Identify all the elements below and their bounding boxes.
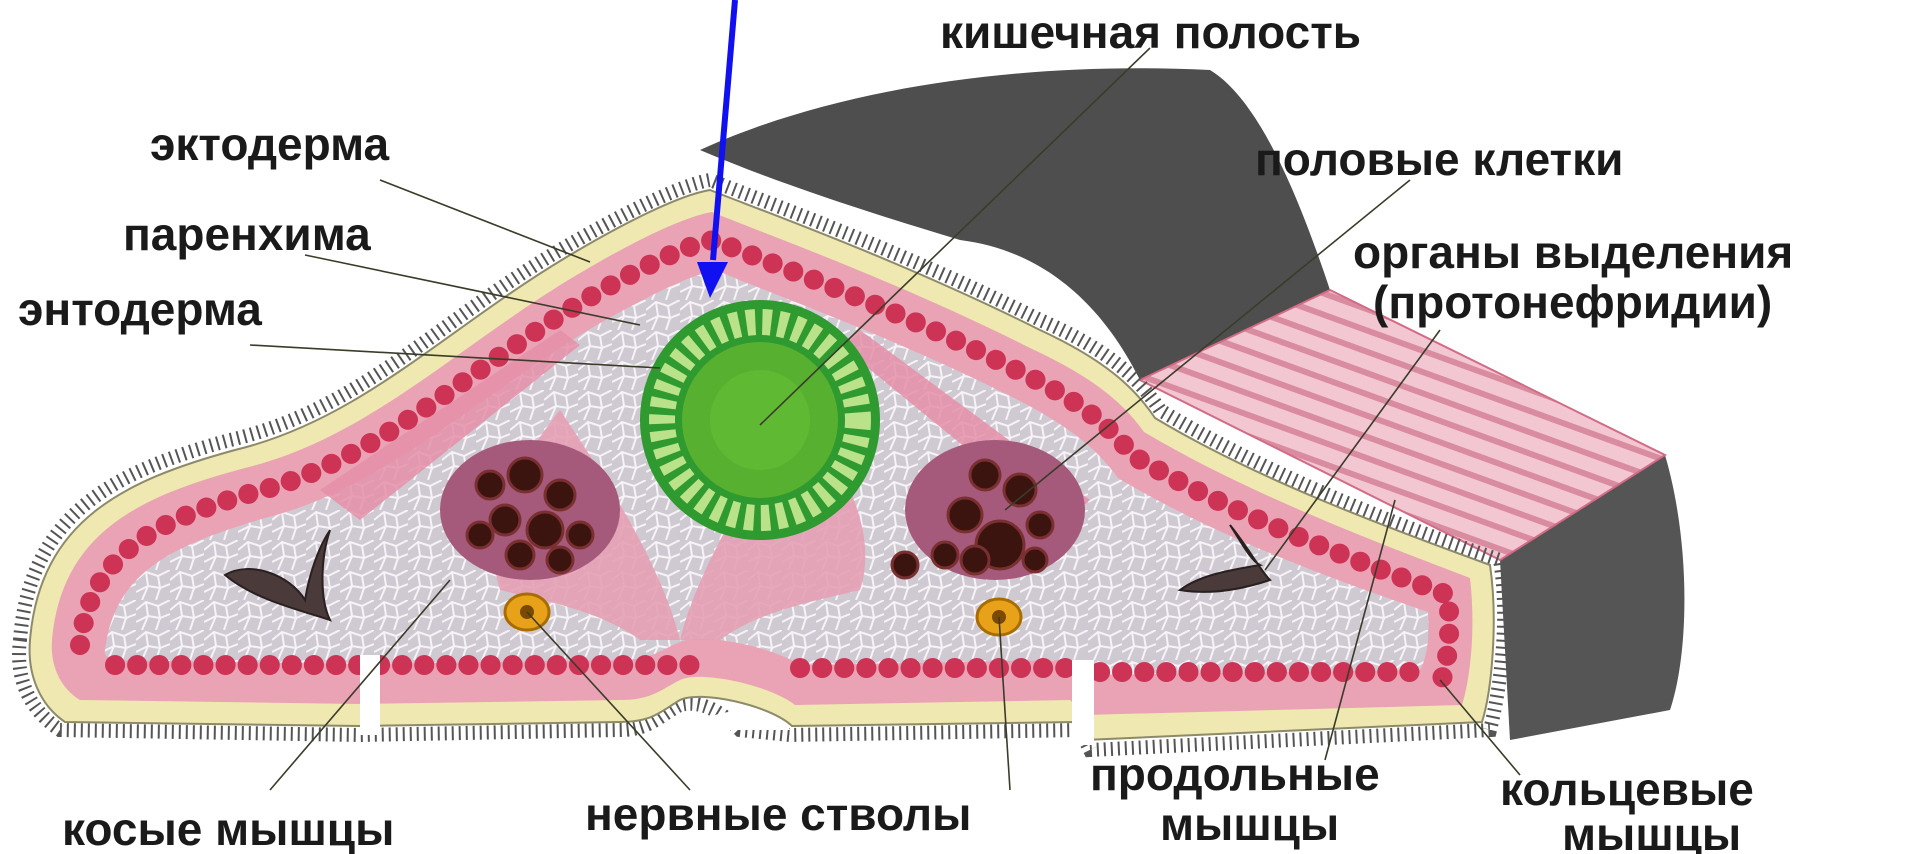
label-excretory-line2: (протонефридии) — [1373, 276, 1772, 328]
label-longitudinal-line1: продольные — [1090, 748, 1380, 800]
label-parenchyma: паренхима — [123, 208, 371, 260]
leader-ectoderm — [380, 180, 590, 262]
label-circular-line2: мышцы — [1562, 808, 1741, 854]
ventral-gap-right — [1072, 660, 1094, 745]
label-sex-cells: половые клетки — [1255, 133, 1623, 185]
label-excretory-line1: органы выделения — [1353, 226, 1793, 278]
label-gut-cavity: кишечная полость — [940, 6, 1361, 58]
label-oblique-muscles: косые мышцы — [62, 803, 394, 854]
label-ectoderm: эктодерма — [150, 118, 390, 170]
label-nerve-trunks: нервные стволы — [585, 788, 971, 840]
label-longitudinal-line2: мышцы — [1160, 798, 1339, 850]
ventral-gap-left — [360, 655, 380, 735]
gut-lumen-center — [710, 370, 810, 470]
label-endoderm: энтодерма — [18, 283, 262, 335]
